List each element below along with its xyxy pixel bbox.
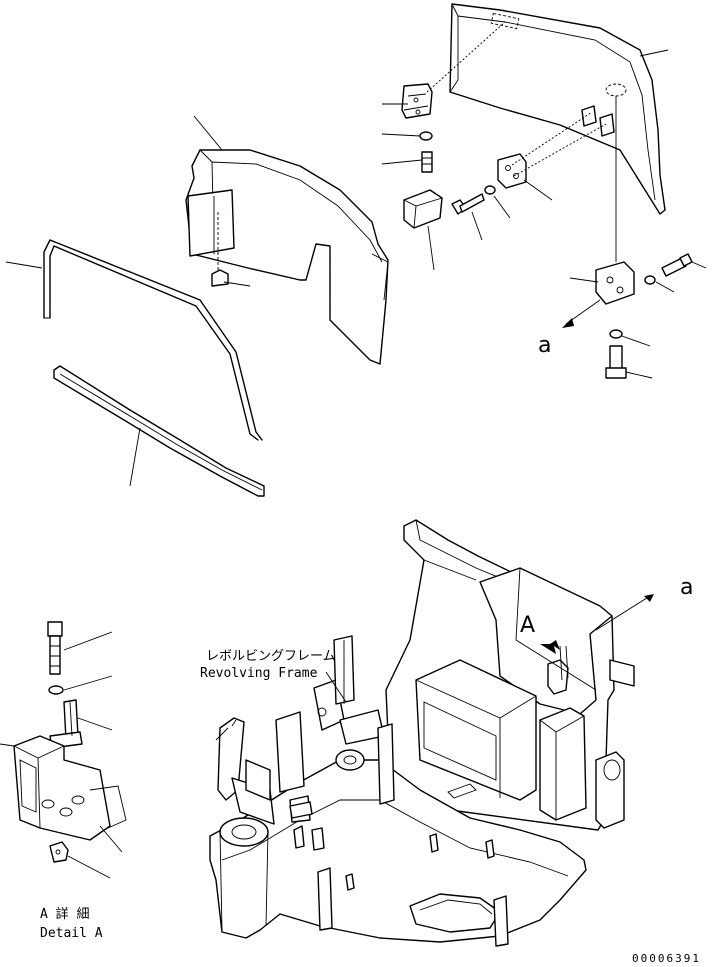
rubber-stopper [403,189,443,229]
hinge-bracket-lower [595,261,635,305]
arrow-to-view-a-top [562,299,601,328]
leader-side-cover [193,115,223,151]
bolt-upper [421,151,433,173]
washer-lower [609,329,623,339]
revolving-frame-label-en: Revolving Frame [200,666,318,681]
side-cover [185,149,389,365]
latch-tabs [581,105,615,137]
leader-revolving-frame [325,671,347,703]
arrow-to-view-a-right [595,594,654,631]
detail-washer [48,685,64,695]
leader-seal-lower [129,427,141,487]
bolt-lower [605,345,627,379]
detail-clip [49,841,69,863]
detail-label-jp: A 詳 細 [40,906,89,922]
detail-bracket [49,699,83,749]
bolt-middle [451,193,485,215]
detail-bolt [47,621,63,675]
detail-label-en: Detail A [40,926,103,941]
bolt-side [661,253,693,277]
washer-middle [484,185,496,195]
seal-strip-upper [43,239,263,441]
revolving-frame: A [209,519,635,947]
hinge-bracket-middle [497,153,527,189]
hinge-bracket-upper [401,83,433,119]
revolving-frame-label-jp: レボルビングフレーム [206,649,336,664]
detail-frame-block [0,735,127,841]
detail-marker-a: A [520,613,535,638]
washer-upper [419,131,433,141]
view-label-a-top: a [538,333,551,358]
seal-strip-lower [53,365,265,497]
detail-a [0,621,127,879]
leader-side-cover-clip [223,281,251,287]
leader-seal-upper [5,261,43,269]
view-label-a-right: a [680,575,693,600]
leader-lines-top-right [381,49,707,379]
drawing-code: 00006391 [632,952,701,965]
washer-side [644,275,656,285]
cover-panel [449,3,666,215]
